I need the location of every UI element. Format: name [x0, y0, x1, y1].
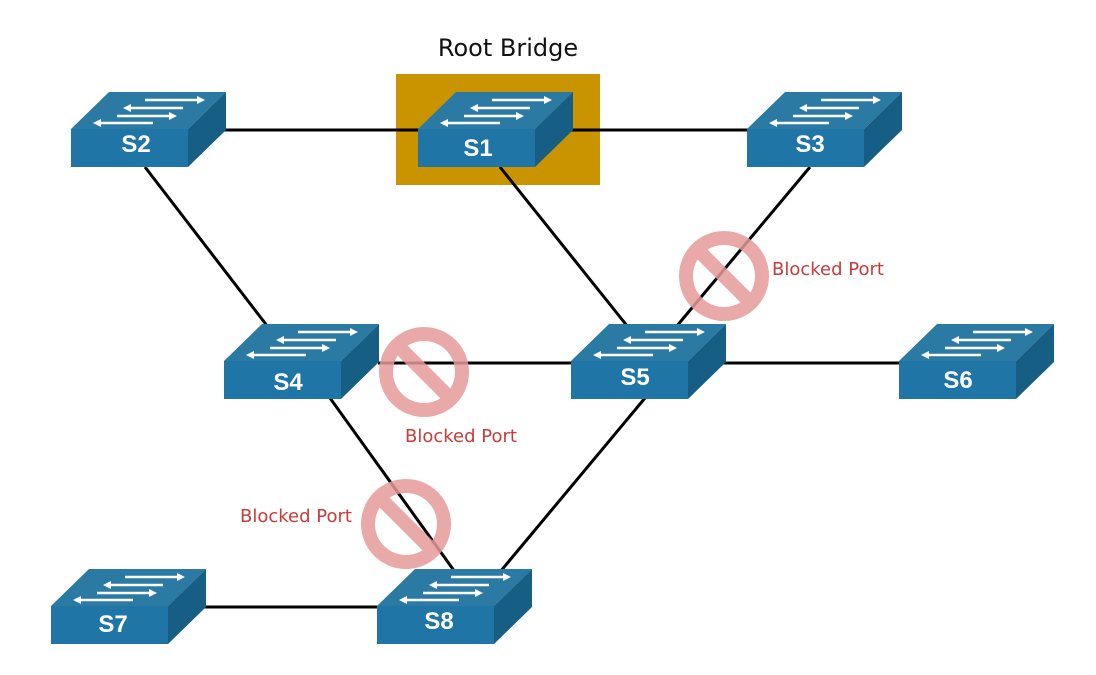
switch-label: S5	[620, 364, 649, 391]
switch-label: S6	[943, 367, 972, 394]
blocked-port-icon	[679, 231, 769, 321]
switch-label: S3	[795, 131, 824, 158]
switch-label: S2	[121, 131, 150, 158]
link-s2-s4	[143, 166, 270, 328]
switch-label: S1	[463, 135, 492, 162]
blocked-port-s3-s5: Blocked Port	[679, 231, 884, 321]
switch-s5[interactable]: S5	[569, 322, 728, 401]
switch-s3[interactable]: S3	[745, 90, 904, 169]
blocked-port-label: Blocked Port	[240, 506, 352, 527]
switch-s4[interactable]: S4	[222, 322, 381, 401]
blocked-port-label: Blocked Port	[405, 426, 517, 447]
switch-s6[interactable]: S6	[897, 322, 1056, 401]
root-bridge-title: Root Bridge	[438, 34, 578, 62]
network-switch-icon	[375, 567, 534, 646]
link-s5-s8	[498, 397, 647, 573]
switch-label: S7	[98, 611, 127, 638]
blocked-port-s4-s8: Blocked Port	[240, 479, 451, 569]
switch-s7[interactable]: S7	[49, 567, 208, 646]
switch-label: S4	[273, 369, 303, 396]
blocked-port-label: Blocked Port	[772, 259, 884, 280]
links-layer	[143, 128, 900, 609]
switch-s2[interactable]: S2	[69, 90, 228, 169]
network-switch-icon	[49, 567, 208, 646]
link-s1-s5	[498, 166, 630, 328]
blocked-port-s4-s5: Blocked Port	[379, 327, 517, 447]
blocked-port-icon	[361, 479, 451, 569]
network-switch-icon	[897, 322, 1056, 401]
switch-s8[interactable]: S8	[375, 567, 534, 646]
switch-s1[interactable]: S1	[416, 90, 575, 169]
switch-label: S8	[424, 608, 453, 635]
blocked-port-icon	[379, 327, 469, 417]
